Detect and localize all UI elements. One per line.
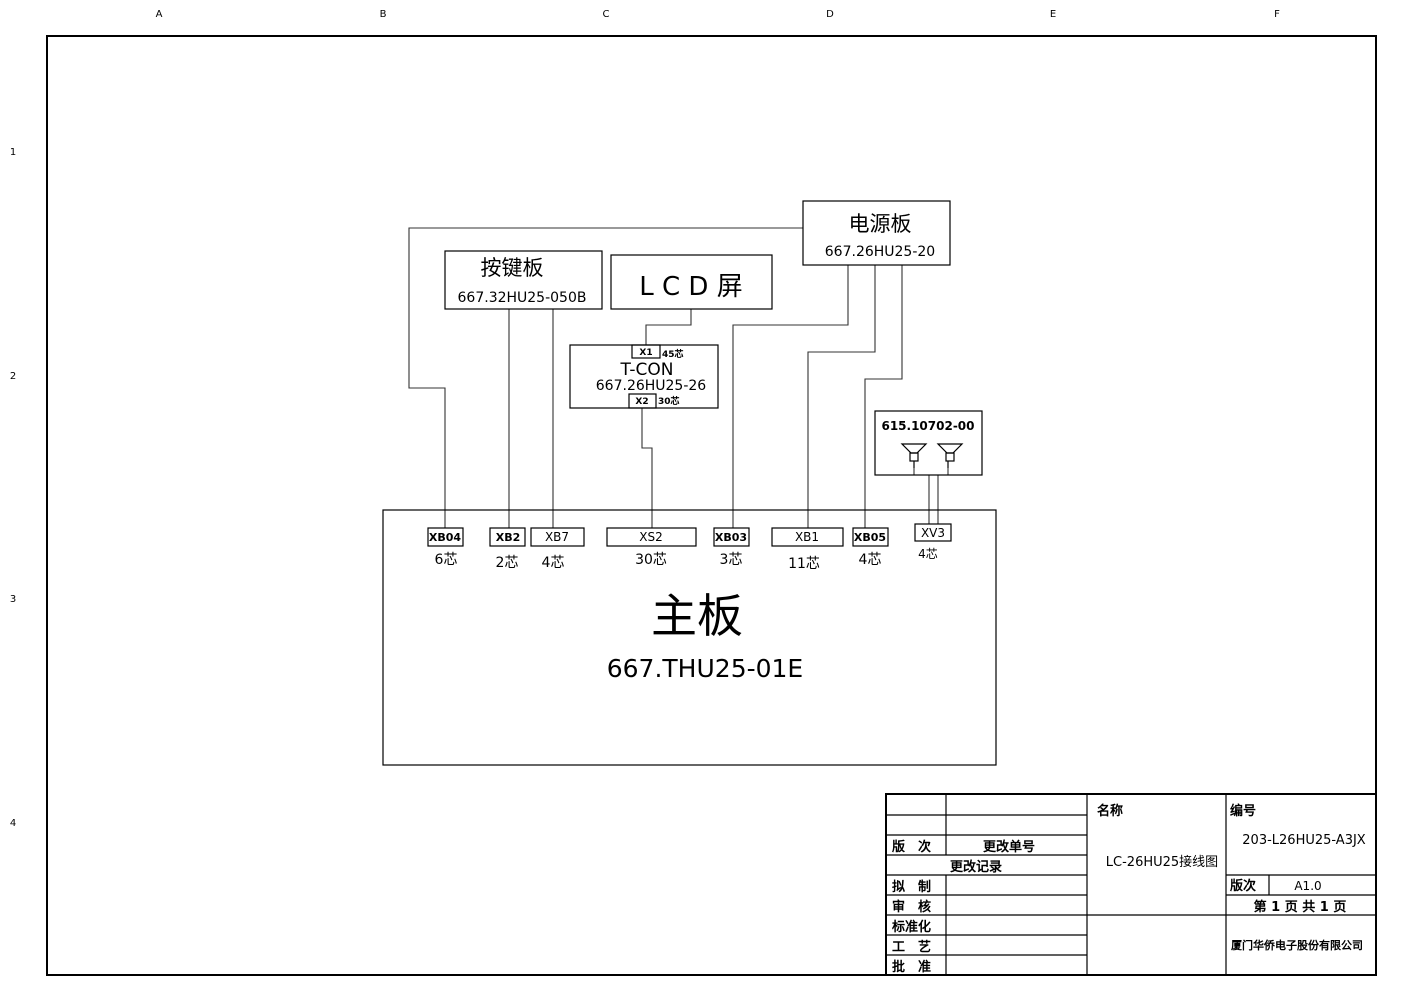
tcon-x2: X2 (635, 397, 648, 407)
connector-xb1: XB1 11芯 (771, 527, 844, 572)
speaker-unit: 615.10702-00 (874, 410, 983, 476)
connector-id: XB2 (496, 531, 521, 544)
power-board: 电源板 667.26HU25-20 (802, 200, 951, 266)
grid-row-2: 2 (10, 371, 16, 382)
connector-cores: 3芯 (720, 552, 743, 568)
tcon-part: 667.26HU25-26 (596, 378, 707, 394)
wire-power-xb03 (732, 265, 849, 528)
grid-col-f: F (1274, 9, 1280, 20)
approve-label: 批 准 (892, 959, 931, 975)
connector-cores: 4芯 (918, 547, 938, 561)
speaker-icon-left (900, 443, 928, 468)
wires (408, 227, 949, 528)
grid-row-4: 4 (10, 818, 16, 829)
grid-row-3: 3 (10, 594, 16, 605)
wire-power-xb04 (408, 227, 803, 528)
speaker-part: 615.10702-00 (881, 419, 974, 433)
name-label: 名称 (1097, 803, 1123, 819)
wire-power-xb1 (807, 265, 876, 528)
tcon-name: T-CON (620, 360, 674, 380)
connector-id: XB04 (429, 531, 462, 544)
tcon-board: X1 45芯 T-CON 667.26HU25-26 X2 30芯 (569, 344, 719, 409)
main-board: 主板 667.THU25-01E (382, 509, 997, 766)
version-label: 版 次 (892, 839, 931, 855)
power-board-part: 667.26HU25-20 (825, 244, 935, 260)
tcon-x1: X1 (639, 348, 652, 358)
standard-label: 标准化 (891, 919, 931, 935)
review-label: 审 核 (892, 899, 931, 915)
process-label: 工 艺 (892, 939, 931, 955)
connector-cores: 30芯 (635, 552, 667, 568)
rev-value: A1.0 (1294, 879, 1321, 893)
key-board: 按键板 667.32HU25-050B (444, 250, 603, 310)
wire-power-xb05 (864, 265, 903, 528)
lcd-panel: L C D 屏 (610, 254, 773, 310)
main-board-name: 主板 (651, 589, 743, 643)
power-board-name: 电源板 (849, 212, 912, 236)
change-no-label: 更改单号 (983, 839, 1035, 855)
connector-id: XB03 (715, 531, 747, 544)
tcon-x1-cores: 45芯 (662, 348, 684, 360)
connector-cores: 4芯 (542, 555, 565, 571)
code-label: 编号 (1230, 803, 1256, 819)
name-value: LC-26HU25接线图 (1106, 854, 1218, 870)
grid-col-e: E (1050, 9, 1056, 20)
drawing-frame (46, 35, 1377, 976)
grid-col-b: B (380, 9, 387, 20)
key-board-part: 667.32HU25-050B (458, 290, 587, 306)
tcon-x2-cores: 30芯 (658, 395, 680, 407)
grid-column-labels: A B C D E F (156, 9, 1281, 20)
connector-id: XB05 (854, 531, 886, 544)
connector-xb03: XB03 3芯 (713, 527, 750, 568)
connector-id: XB7 (545, 530, 569, 544)
connector-xv3: XV3 4芯 (914, 523, 952, 561)
wire-x2-xs2 (641, 408, 653, 528)
grid-col-a: A (156, 9, 163, 20)
company-name: 厦门华侨电子股份有限公司 (1231, 938, 1363, 952)
change-record-label: 更改记录 (950, 859, 1002, 875)
connector-xb04: XB04 6芯 (427, 527, 464, 568)
rev-label: 版次 (1230, 878, 1256, 894)
connector-xb05: XB05 4芯 (852, 527, 889, 568)
grid-col-d: D (826, 9, 834, 20)
grid-col-c: C (603, 9, 610, 20)
connector-xs2: XS2 30芯 (606, 527, 697, 568)
connector-xb2: XB2 2芯 (489, 527, 526, 571)
speaker-icon-right (936, 443, 964, 468)
title-block: 版 次 更改单号 更改记录 拟 制 审 核 标准化 工 艺 批 准 名称 LC-… (885, 793, 1377, 976)
wire-speaker-left (913, 468, 930, 524)
connector-cores: 2芯 (496, 555, 519, 571)
wire-lcd-x1 (645, 309, 692, 345)
page-text: 第 1 页 共 1 页 (1254, 899, 1347, 915)
key-board-name: 按键板 (481, 256, 544, 280)
draft-label: 拟 制 (892, 879, 931, 895)
connector-id: XS2 (639, 530, 662, 544)
code-value: 203-L26HU25-A3JX (1242, 833, 1366, 848)
connector-id: XB1 (795, 530, 819, 544)
connector-cores: 6芯 (435, 552, 458, 568)
grid-row-1: 1 (10, 147, 16, 158)
connector-cores: 11芯 (788, 556, 820, 572)
connector-cores: 4芯 (859, 552, 882, 568)
connector-id: XV3 (921, 526, 945, 540)
lcd-name: L C D 屏 (639, 272, 742, 302)
connector-xb7: XB7 4芯 (530, 527, 585, 571)
wire-speaker-right (937, 468, 949, 524)
grid-row-labels: 1 2 3 4 (10, 147, 16, 829)
main-board-part: 667.THU25-01E (607, 654, 803, 683)
